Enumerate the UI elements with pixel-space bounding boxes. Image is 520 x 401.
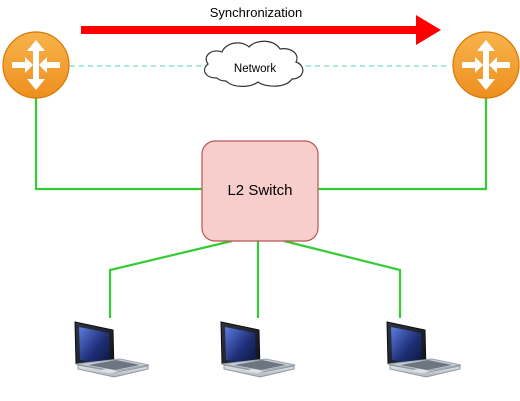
synchronization-arrow: [81, 15, 441, 45]
network-label: Network: [234, 63, 276, 75]
router-left: [2, 31, 70, 99]
switch-to-laptop-1-link: [108, 239, 233, 318]
l2-switch: L2 Switch: [201, 140, 319, 242]
switch-label: L2 Switch: [227, 182, 292, 199]
topology-links: [34, 97, 488, 318]
laptop-2: [220, 321, 296, 378]
laptop-icon: [220, 321, 296, 378]
switch-box: [201, 140, 319, 242]
router-right: [452, 31, 520, 99]
router-icon: [462, 40, 510, 90]
network-cloud-shape: [204, 40, 304, 87]
network-cloud: [204, 40, 304, 87]
switch-to-laptop-3-link: [283, 239, 402, 318]
laptop-icon: [74, 321, 150, 378]
laptop-1: [74, 321, 150, 378]
synchronization-label: Synchronization: [210, 5, 303, 20]
laptop-3: [386, 321, 462, 378]
right-router-to-switch-link: [318, 97, 488, 191]
router-icon: [12, 40, 60, 90]
laptop-icon: [386, 321, 462, 378]
sync-arrow-head: [416, 15, 441, 45]
left-router-to-switch-link: [34, 97, 202, 191]
sync-arrow-shaft: [81, 26, 422, 34]
